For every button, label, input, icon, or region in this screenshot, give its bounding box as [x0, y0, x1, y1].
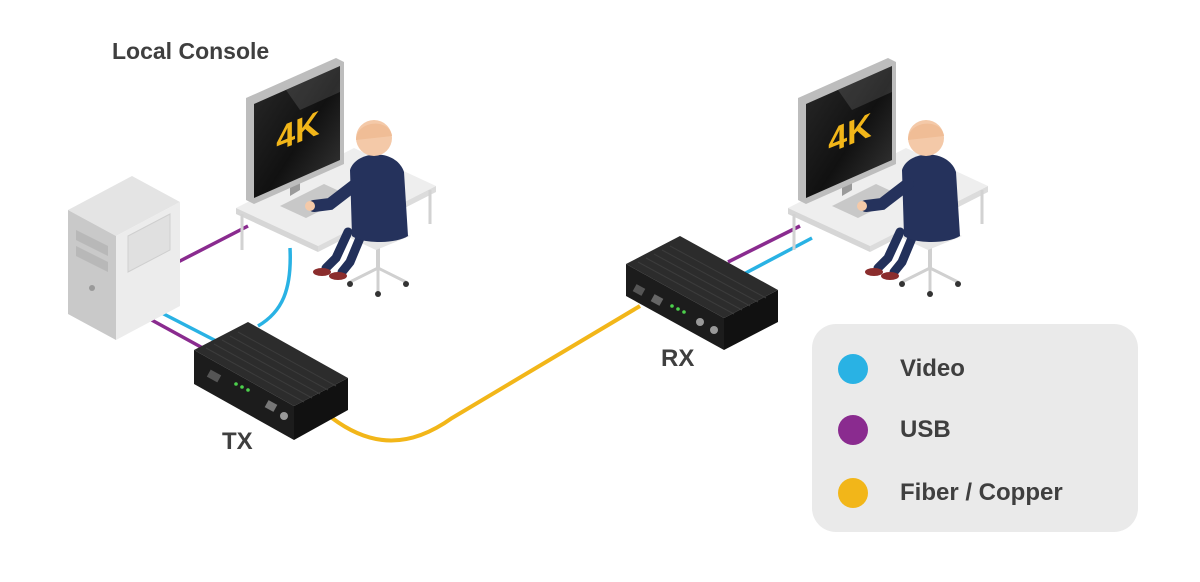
tx-label: TX — [222, 428, 253, 455]
video-cable-pc-tx — [155, 308, 223, 346]
legend-label-video: Video — [900, 355, 965, 382]
video-color-dot — [838, 354, 868, 384]
usb-cable-pc-desk — [177, 224, 249, 264]
video-cable-tx-monitor — [257, 247, 292, 328]
video-cable-rx-desk — [739, 236, 813, 278]
usb-color-dot — [838, 415, 868, 445]
usb-cable-pc-tx — [147, 316, 211, 354]
rx-label: RX — [661, 345, 695, 372]
tx-extender — [194, 322, 348, 440]
remote-monitor: 4K — [798, 58, 896, 204]
fiber-color-dot — [838, 478, 868, 508]
legend-label-usb: USB — [900, 416, 951, 443]
local-person — [305, 120, 410, 297]
fiber-cable-tx-rx — [330, 304, 642, 443]
computer-tower — [68, 176, 180, 340]
remote-person — [857, 120, 962, 297]
legend-label-fiber-copper: Fiber / Copper — [900, 479, 1063, 506]
diagram-title: Local Console — [112, 38, 270, 64]
local-monitor: 4K — [246, 58, 344, 204]
legend-item-video: Video — [838, 352, 965, 386]
legend-item-usb: USB — [838, 413, 951, 447]
legend-item-fiber-copper: Fiber / Copper — [838, 476, 1063, 510]
local-workstation: 4K — [236, 58, 436, 297]
remote-workstation: 4K — [788, 58, 988, 297]
legend: Video USB Fiber / Copper — [812, 324, 1138, 532]
rx-extender — [626, 236, 778, 350]
cables — [147, 224, 813, 443]
usb-cable-rx-desk — [727, 224, 801, 264]
